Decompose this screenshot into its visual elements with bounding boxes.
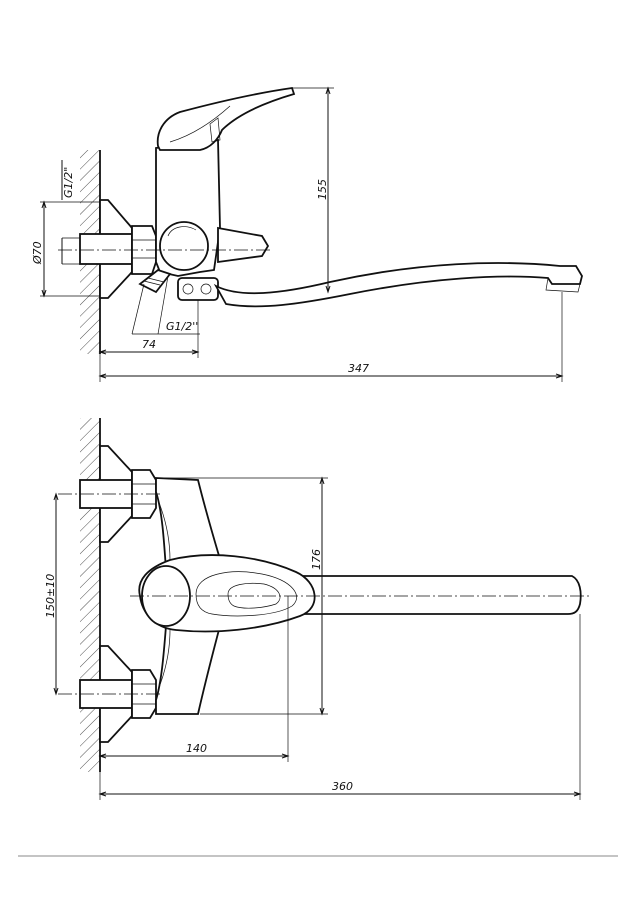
lever-handle (156, 87, 296, 151)
spout (213, 262, 583, 308)
top-view: 150±10 176 140 360 (44, 418, 592, 800)
dim-center: 140 (186, 742, 207, 755)
dim-thread-top: G1/2" (62, 167, 75, 198)
dim-diameter: Ø70 (31, 241, 44, 265)
dim-spacing: 150±10 (44, 574, 57, 618)
hose-connector (138, 268, 172, 294)
stub-upper (79, 479, 133, 509)
dim-length-side: 347 (348, 362, 369, 375)
diverter-knob (217, 226, 270, 264)
spout-swivel (177, 277, 219, 301)
dim-depth: 176 (310, 549, 323, 570)
side-view: G1/2" Ø70 G1/2'' 74 155 347 (31, 86, 583, 382)
nut-upper (131, 469, 157, 519)
dim-height: 155 (316, 179, 329, 200)
lever-ring (209, 117, 221, 143)
cartridge-dome (159, 221, 209, 271)
dim-thread-bottom: G1/2'' (166, 320, 198, 333)
handle-recess (195, 571, 297, 617)
wall-hatch-bottom (80, 418, 100, 772)
pipe-stub (79, 233, 133, 265)
dim-offset: 74 (142, 338, 156, 351)
dim-length-plan: 360 (332, 780, 353, 793)
